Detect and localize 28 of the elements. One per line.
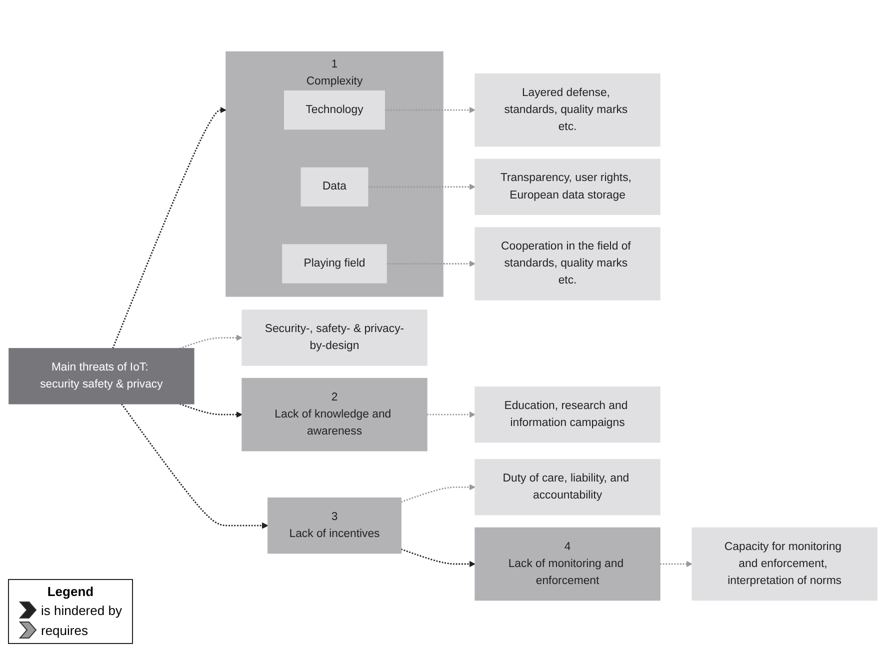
node-box: 4 Lack of monitoring and enforcement bbox=[474, 527, 660, 601]
node-box: 3 Lack of incentives bbox=[268, 497, 402, 554]
node-box: Transparency, user rights, European data storage bbox=[474, 158, 660, 215]
arrow bbox=[386, 260, 476, 267]
node-box: Data bbox=[300, 167, 368, 206]
node-box: 2 Lack of knowledge and awareness bbox=[242, 378, 428, 452]
arrow bbox=[384, 106, 476, 114]
legend-text: is hindered by bbox=[41, 602, 122, 618]
node-box: Duty of care, liability, and accountability bbox=[474, 459, 660, 516]
arrow bbox=[180, 334, 242, 350]
legend-title: Legend bbox=[46, 584, 95, 599]
node-box: Education, research and information campaigns bbox=[474, 386, 660, 443]
arrow bbox=[660, 560, 692, 568]
node-box: Cooperation in the field of standards, quality marks etc. bbox=[474, 227, 660, 300]
arrow bbox=[400, 548, 476, 568]
node-box: Playing field bbox=[282, 244, 387, 284]
arrow bbox=[368, 184, 476, 190]
arrow bbox=[121, 404, 268, 529]
node-box: Layered defense, standards, quality marks etc. bbox=[474, 73, 660, 147]
arrow bbox=[427, 411, 476, 418]
node-box: Security-, safety- & privacy-by-design bbox=[242, 310, 428, 366]
arrow bbox=[180, 403, 242, 418]
node-box: Technology bbox=[284, 90, 385, 130]
node-box: Capacity for monitoring and enforcement, interpretation of norms bbox=[692, 527, 878, 601]
legend-text: requires bbox=[41, 622, 88, 638]
arrow bbox=[112, 106, 226, 349]
arrow bbox=[400, 484, 476, 503]
node-box: Main threats of IoT: security safety & privacy bbox=[8, 348, 194, 404]
